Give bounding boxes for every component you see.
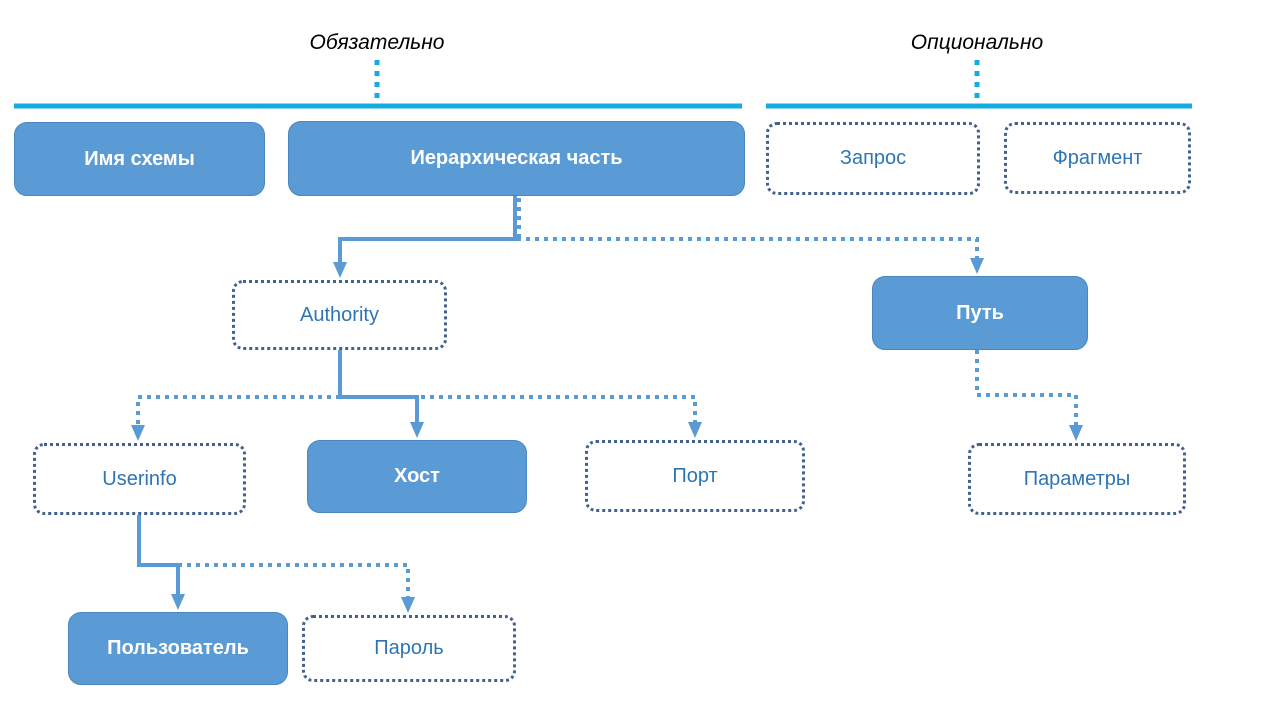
edge-userinfo-user [137,515,185,610]
edge-hier-path [517,237,984,274]
node-authority: Authority [232,280,447,350]
mandatory-section-label: Обязательно [309,31,445,54]
node-scheme-name: Имя схемы [14,122,265,196]
node-label: Порт [672,464,718,487]
node-label: Фрагмент [1052,146,1143,169]
node-hierarchical-part: Иерархическая часть [288,121,745,196]
edge-userinfo-password [178,563,415,613]
edge-authority-host [338,350,424,438]
edge-authority-userinfo [131,395,340,441]
node-userinfo: Userinfo [33,443,246,515]
node-label: Пароль [374,637,444,659]
edge-authority-port [340,395,702,438]
node-port: Порт [585,440,805,512]
node-path: Путь [872,276,1088,350]
optional-section-label: Опционально [910,31,1044,54]
node-label: Путь [956,301,1004,324]
node-label: Authority [300,303,379,326]
node-label: Хост [394,465,440,487]
edge-hier-authority [333,196,517,278]
node-label: Userinfo [102,467,177,490]
node-password: Пароль [302,615,516,682]
node-label: Иерархическая часть [410,147,623,169]
node-user: Пользователь [68,612,288,685]
node-label: Запрос [839,147,907,169]
node-label: Пользователь [107,637,249,659]
node-host: Хост [307,440,527,513]
node-label: Имя схемы [84,147,195,170]
node-fragment: Фрагмент [1004,122,1191,194]
node-parameters: Параметры [968,443,1186,515]
edge-path-params [975,350,1083,441]
node-query: Запрос [766,122,980,195]
node-label: Параметры [1023,467,1131,490]
